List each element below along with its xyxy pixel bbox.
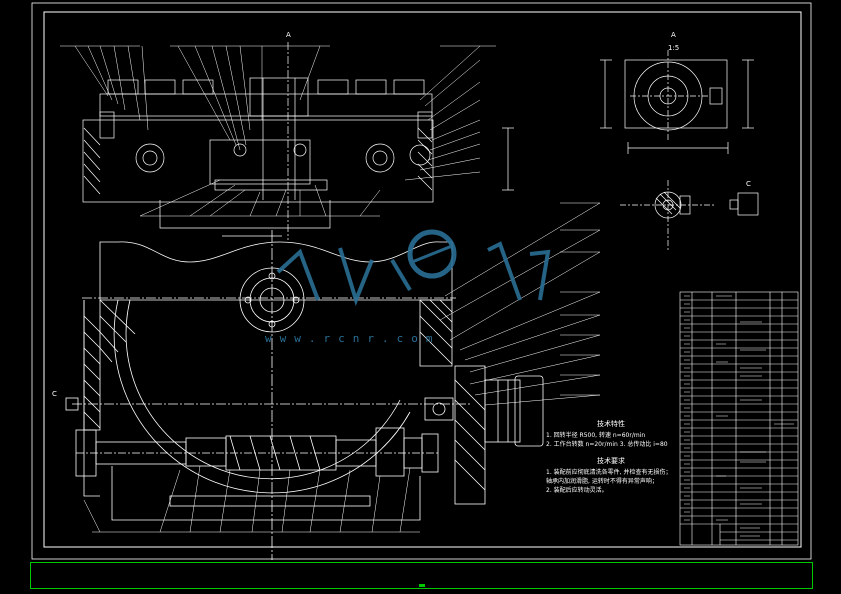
notes-line-2: 2. 工作台转数 n=20r/min 3. 总传动比 i=80 <box>546 441 668 448</box>
main-view <box>65 230 544 560</box>
notes-line-3: 1. 装配前应彻底清洗各零件, 并检查有无损伤； <box>546 469 672 476</box>
top-section-view <box>82 42 514 240</box>
main-view-leaders <box>83 202 601 533</box>
inner-frame <box>43 11 802 548</box>
top-leader-lines <box>60 45 496 217</box>
section-a-right-scale: 1:5 <box>668 44 680 52</box>
watermark-text: www.rcnr.com <box>265 332 441 345</box>
notes-line-1: 1. 回转半径 R500, 转速 n=60r/min <box>546 432 646 439</box>
notes-line-4: 轴承内加润滑脂, 运转时不得有异常声响； <box>546 478 658 485</box>
watermark-logo <box>276 229 551 307</box>
section-c-left-label: C <box>52 390 57 398</box>
status-bar <box>30 562 813 589</box>
outer-border <box>31 2 812 560</box>
technical-notes: 技术特性 1. 回转半径 R500, 转速 n=60r/min 2. 工作台转数… <box>546 420 676 495</box>
notes-title-characteristics: 技术特性 <box>597 420 625 428</box>
parts-table <box>679 291 799 546</box>
right-section-view <box>600 50 759 250</box>
notes-line-5: 2. 装配后应转动灵活。 <box>546 487 608 494</box>
section-a-right-label: A <box>671 31 676 39</box>
section-a-top-label: A <box>286 31 291 39</box>
notes-title-requirements: 技术要求 <box>597 457 625 465</box>
section-c-right-label: C <box>746 180 751 188</box>
status-marker <box>419 584 425 587</box>
